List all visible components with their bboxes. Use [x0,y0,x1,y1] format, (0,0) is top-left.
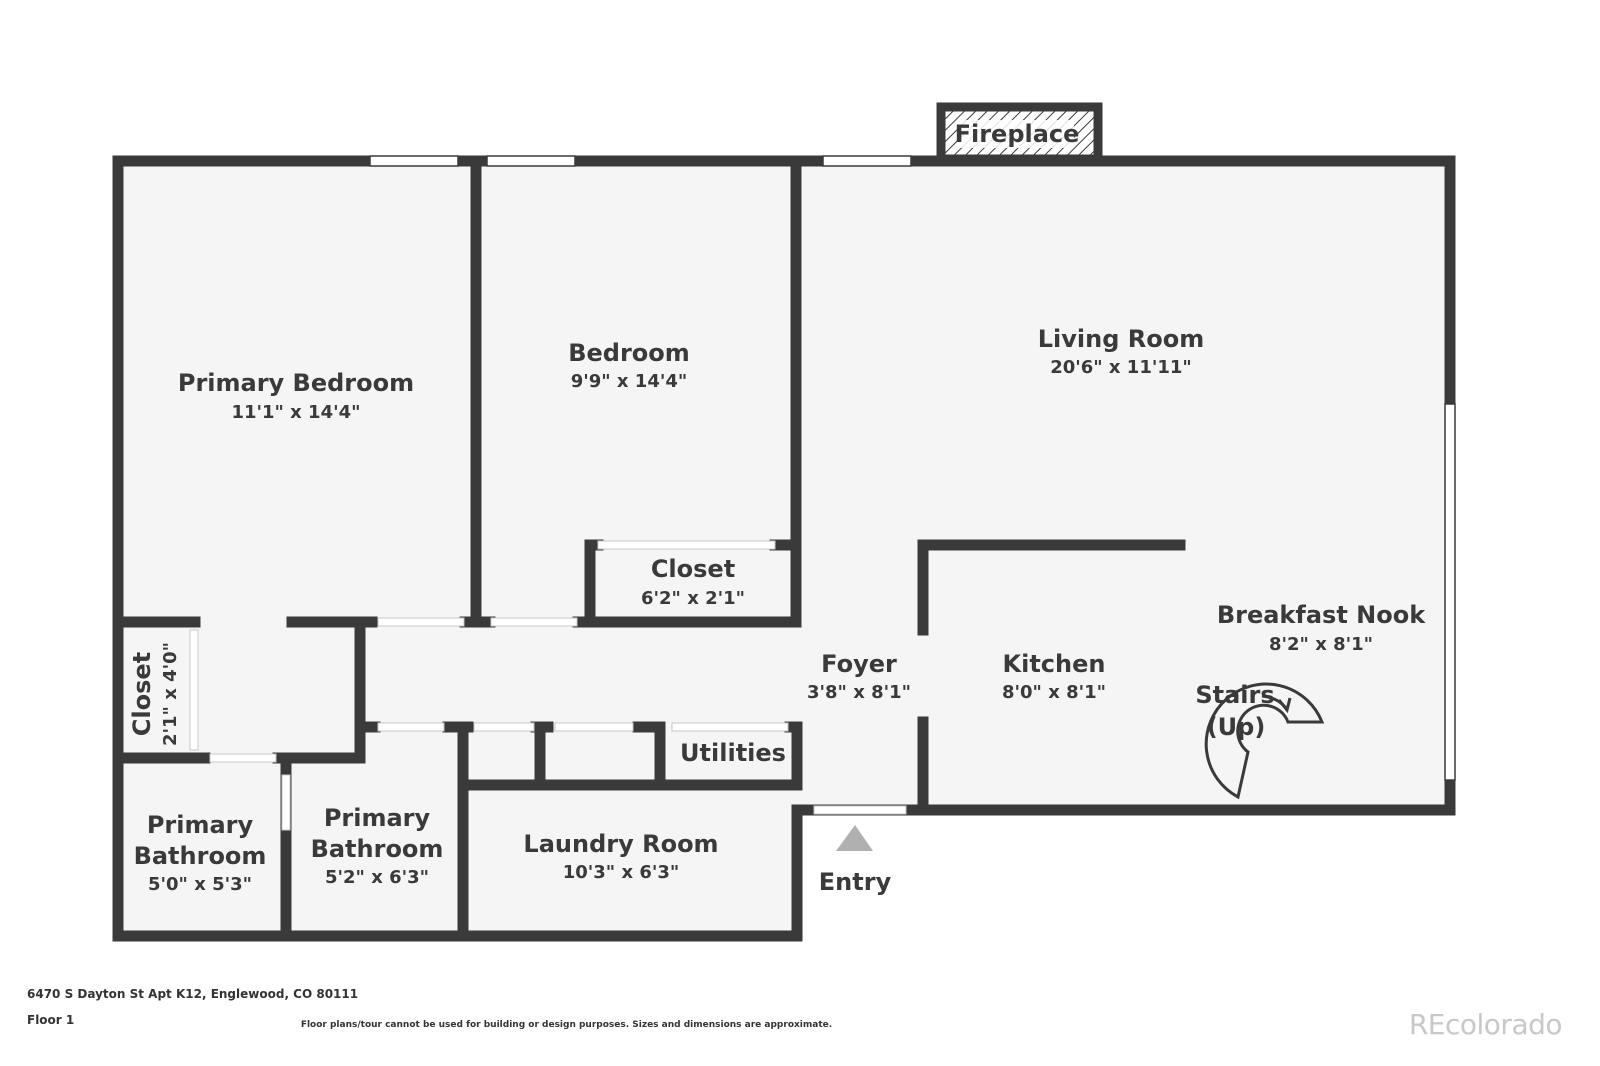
primary-bathroom-1-dims: 5'0" x 5'3" [148,874,252,895]
kitchen-dims: 8'0" x 8'1" [1002,682,1106,703]
laundry-room-dims: 10'3" x 6'3" [563,862,680,883]
utilities-name: Utilities [680,739,786,767]
bedroom-closet-dims: 6'2" x 2'1" [641,588,745,609]
breakfast-nook-name: Breakfast Nook [1217,601,1426,629]
stairs-label-line2: (Up) [1207,713,1266,741]
entry-label: Entry [819,868,892,896]
kitchen-name: Kitchen [1003,650,1106,678]
room-labels: Primary Bedroom 11'1" x 14'4" Bedroom 9'… [128,325,1426,895]
primary-bathroom-1-name-line2: Bathroom [134,842,267,870]
primary-bathroom-2-name-line2: Bathroom [311,835,444,863]
living-room-dims: 20'6" x 11'11" [1050,357,1192,378]
primary-closet-name: Closet [128,652,156,736]
disclaimer-text: Floor plans/tour cannot be used for buil… [300,1020,833,1030]
breakfast-nook-dims: 8'2" x 8'1" [1269,634,1373,655]
primary-bedroom-name: Primary Bedroom [178,369,414,397]
window-primary-bedroom [369,155,459,167]
stairs-icon [1204,682,1325,800]
door-openings [189,540,907,831]
foyer-dims: 3'8" x 8'1" [807,682,911,703]
brand-logo: REcolorado [1408,1008,1563,1041]
fireplace: Fireplace [936,102,1103,164]
foyer-name: Foyer [821,650,897,678]
fireplace-label: Fireplace [955,120,1080,148]
primary-bathroom-2-dims: 5'2" x 6'3" [325,867,429,888]
primary-bathroom-1-name-line1: Primary [147,811,254,839]
primary-bathroom-2-name-line1: Primary [324,804,431,832]
primary-bedroom-dims: 11'1" x 14'4" [231,402,360,423]
floor-label: Floor 1 [27,1013,75,1027]
bedroom-name: Bedroom [568,339,690,367]
entry-marker: Entry [819,825,892,896]
bedroom-closet-name: Closet [651,555,735,583]
entry-arrow-icon [836,825,873,851]
primary-closet-dims: 2'1" x 4'0" [160,642,181,746]
stairs-label-line1: Stairs [1195,681,1274,709]
living-room-name: Living Room [1038,325,1204,353]
bedroom-dims: 9'9" x 14'4" [571,371,688,392]
windows [369,155,1456,781]
window-living-room-east [1444,403,1456,781]
address-text: 6470 S Dayton St Apt K12, Englewood, CO … [27,987,359,1001]
window-bedroom [486,155,576,167]
laundry-room-name: Laundry Room [523,830,718,858]
window-living-room [822,155,912,167]
